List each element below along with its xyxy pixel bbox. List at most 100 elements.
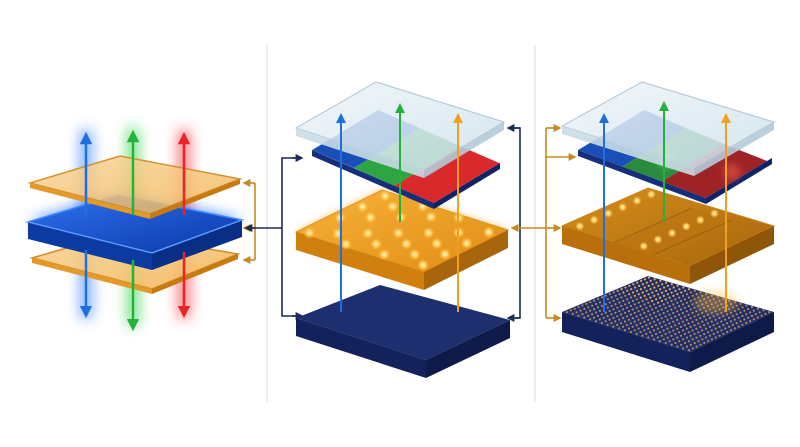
mini-led <box>697 322 700 325</box>
led-dot <box>340 238 352 251</box>
mini-led <box>682 286 685 289</box>
mini-led <box>681 303 685 306</box>
mini-led <box>655 289 658 292</box>
mini-led <box>625 323 629 327</box>
mini-led <box>616 306 619 309</box>
led-dot <box>408 248 421 261</box>
mini-led <box>685 327 688 330</box>
mini-led <box>629 322 632 325</box>
mini-led <box>683 298 687 301</box>
mini-led <box>660 291 664 294</box>
blue-emitter-layer <box>25 194 245 270</box>
mini-led <box>610 296 613 299</box>
mini-led <box>647 327 650 330</box>
mini-led <box>668 296 671 299</box>
mini-led <box>608 301 611 304</box>
mini-led <box>697 340 700 343</box>
mini-led <box>639 296 642 299</box>
mini-led <box>701 320 704 323</box>
mini-led <box>658 296 662 299</box>
led-dot <box>303 226 316 239</box>
glass-cover-layer <box>560 81 776 176</box>
mini-led <box>674 298 677 301</box>
mini-led <box>606 306 609 309</box>
mini-led <box>647 336 650 339</box>
mini-led <box>733 318 736 321</box>
mini-led <box>635 289 639 292</box>
mini-led <box>681 311 685 315</box>
mini-led <box>672 320 675 323</box>
mini-led <box>645 281 648 284</box>
mini-led <box>623 320 627 323</box>
mini-led <box>614 320 617 323</box>
mini-led <box>657 284 660 287</box>
mini-led <box>645 324 648 327</box>
mini-led <box>689 291 693 294</box>
mini-led <box>695 336 698 339</box>
mini-led <box>720 329 723 332</box>
mini-led <box>705 336 708 339</box>
mini-led <box>666 284 670 287</box>
mini-led <box>637 293 640 296</box>
led-dot <box>364 211 377 224</box>
mini-led <box>624 286 627 289</box>
mini-led <box>672 303 675 306</box>
mini-led <box>637 301 640 304</box>
mini-led <box>637 318 640 321</box>
mini-led <box>739 311 742 314</box>
mini-led <box>684 289 687 292</box>
mini-led <box>703 341 706 344</box>
mini-led <box>666 301 669 304</box>
mini-led <box>752 318 756 321</box>
mini-led <box>639 313 642 316</box>
mini-led <box>672 329 675 332</box>
mini-led <box>649 322 652 325</box>
mini-led <box>712 315 715 318</box>
mini-led <box>672 294 675 297</box>
mini-led <box>691 303 694 306</box>
mini-led <box>670 343 673 346</box>
zone-dot <box>589 215 599 225</box>
navy-mini-led-backplane <box>562 276 774 372</box>
mini-led <box>612 291 615 294</box>
mini-led <box>622 325 625 328</box>
mini-led <box>577 306 580 309</box>
mini-led <box>697 331 700 334</box>
mini-led <box>658 331 661 334</box>
mini-led <box>689 325 692 328</box>
mini-led <box>598 309 602 312</box>
led-dot <box>482 226 495 239</box>
mini-led <box>651 299 654 303</box>
mini-led <box>577 314 580 317</box>
mini-led <box>639 305 642 308</box>
mini-led <box>600 296 604 299</box>
mini-led <box>625 306 629 309</box>
zone-dot <box>667 228 677 238</box>
mini-led <box>674 306 677 309</box>
mini-led <box>691 347 694 350</box>
light-arrows-middle <box>336 103 463 312</box>
mini-led <box>606 323 609 326</box>
mini-led <box>668 340 671 343</box>
mini-led <box>670 308 673 311</box>
mini-led <box>624 303 627 306</box>
mini-led <box>687 305 690 308</box>
mini-led <box>683 315 687 318</box>
mini-led <box>634 286 637 289</box>
mini-led <box>743 309 746 312</box>
zone-dot <box>681 222 691 231</box>
mini-led <box>573 307 576 310</box>
navy-backplane <box>296 285 510 378</box>
mini-led <box>689 334 692 337</box>
mini-led <box>616 315 619 318</box>
mini-led <box>620 322 623 325</box>
mini-led <box>600 304 604 307</box>
mini-led <box>639 331 642 334</box>
mini-led <box>687 288 691 291</box>
mini-led <box>691 338 694 341</box>
mini-led <box>727 316 731 319</box>
zone-dots <box>575 189 719 251</box>
mini-led <box>589 309 592 312</box>
mini-led <box>661 283 664 286</box>
mini-led <box>706 331 710 334</box>
